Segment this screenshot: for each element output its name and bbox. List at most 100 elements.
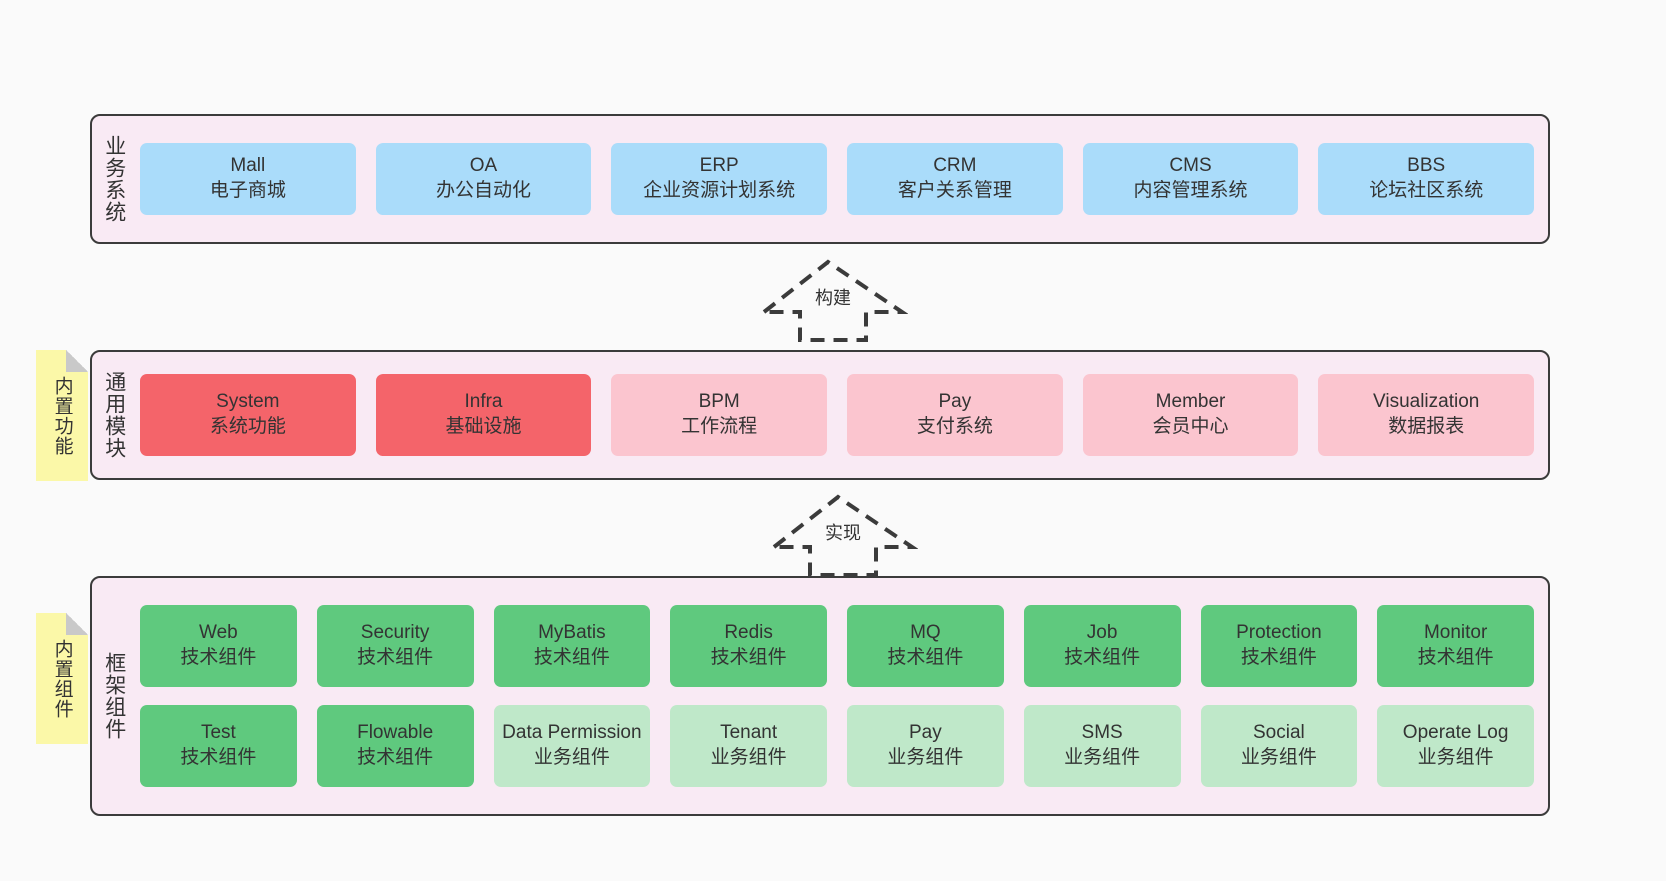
card-subtitle: 业务组件 [887, 747, 964, 768]
card-subtitle: 业务组件 [1240, 747, 1317, 768]
card-subtitle: 内容管理系统 [1133, 180, 1248, 201]
card-subtitle: 技术组件 [533, 647, 610, 668]
card-tenant[interactable]: Tenant 业务组件 [670, 705, 827, 787]
card-pay-business[interactable]: Pay 业务组件 [847, 705, 1004, 787]
card-subtitle: 论坛社区系统 [1369, 180, 1484, 201]
card-title: BBS [1407, 155, 1446, 177]
card-bpm[interactable]: BPM 工作流程 [611, 374, 828, 456]
card-subtitle: 技术组件 [710, 647, 787, 668]
card-subtitle: 技术组件 [180, 747, 257, 768]
sticky-tab-builtin-function[interactable]: 内置功能 [36, 350, 88, 481]
card-subtitle: 工作流程 [681, 416, 758, 437]
card-mall[interactable]: Mall 电子商城 [140, 143, 356, 215]
card-title: Pay [938, 391, 972, 413]
card-title: Redis [724, 622, 773, 644]
card-redis[interactable]: Redis 技术组件 [670, 605, 827, 687]
card-cms[interactable]: CMS 内容管理系统 [1082, 143, 1299, 215]
card-protection[interactable]: Protection 技术组件 [1200, 605, 1358, 687]
layer-body-framework-components: Web 技术组件 Security 技术组件 MyBatis 技术组件 Redi… [136, 578, 1548, 814]
card-security[interactable]: Security 技术组件 [316, 605, 474, 687]
layer-business-systems: 业务系统 Mall 电子商城 OA 办公自动化 ERP 企业资源计划系统 CRM… [90, 114, 1550, 244]
card-row: System 系统功能 Infra 基础设施 BPM 工作流程 Pay 支付系统… [140, 374, 1535, 456]
card-crm[interactable]: CRM 客户关系管理 [847, 143, 1063, 215]
card-title: ERP [699, 155, 739, 177]
card-row: Mall 电子商城 OA 办公自动化 ERP 企业资源计划系统 CRM 客户关系… [140, 143, 1535, 215]
card-oa[interactable]: OA 办公自动化 [375, 143, 592, 215]
card-title: CMS [1169, 155, 1212, 177]
card-subtitle: 技术组件 [887, 647, 964, 668]
card-monitor[interactable]: Monitor 技术组件 [1377, 605, 1534, 687]
card-bbs[interactable]: BBS 论坛社区系统 [1318, 143, 1535, 215]
card-social[interactable]: Social 业务组件 [1200, 705, 1358, 787]
card-title: System [216, 391, 280, 413]
card-subtitle: 技术组件 [1064, 647, 1141, 668]
card-flowable[interactable]: Flowable 技术组件 [316, 705, 474, 787]
card-title: Mall [230, 155, 266, 177]
card-subtitle: 支付系统 [916, 416, 993, 437]
layer-title-business-systems: 业务系统 [102, 135, 126, 223]
card-infra[interactable]: Infra 基础设施 [375, 374, 592, 456]
card-title: Flowable [357, 722, 434, 744]
card-member[interactable]: Member 会员中心 [1082, 374, 1299, 456]
card-title: BPM [698, 391, 740, 413]
sticky-tab-label: 内置组件 [51, 638, 73, 719]
card-mq[interactable]: MQ 技术组件 [847, 605, 1004, 687]
sticky-tab-label: 内置功能 [51, 375, 73, 456]
card-subtitle: 业务组件 [533, 747, 610, 768]
card-subtitle: 技术组件 [1240, 647, 1317, 668]
card-title: Tenant [720, 722, 778, 744]
card-title: Security [360, 622, 430, 644]
card-subtitle: 技术组件 [357, 747, 434, 768]
card-subtitle: 系统功能 [209, 416, 286, 437]
card-subtitle: 客户关系管理 [897, 180, 1012, 201]
card-system[interactable]: System 系统功能 [140, 374, 356, 456]
card-subtitle: 数据报表 [1388, 416, 1465, 437]
card-operate-log[interactable]: Operate Log 业务组件 [1377, 705, 1534, 787]
card-title: Pay [909, 722, 942, 744]
card-job[interactable]: Job 技术组件 [1023, 605, 1181, 687]
card-visualization[interactable]: Visualization 数据报表 [1318, 374, 1535, 456]
card-title: SMS [1081, 722, 1123, 744]
card-sms[interactable]: SMS 业务组件 [1023, 705, 1181, 787]
card-title: Visualization [1373, 391, 1480, 413]
card-subtitle: 技术组件 [1417, 647, 1494, 668]
card-data-permission[interactable]: Data Permission 业务组件 [493, 705, 651, 787]
card-title: Test [200, 722, 236, 744]
card-subtitle: 业务组件 [710, 747, 787, 768]
arrow-build-up: 构建 [758, 256, 908, 344]
card-subtitle: 企业资源计划系统 [643, 180, 796, 201]
card-subtitle: 技术组件 [357, 647, 434, 668]
card-title: Operate Log [1402, 722, 1509, 744]
sticky-tab-builtin-component[interactable]: 内置组件 [36, 613, 88, 744]
card-title: Member [1155, 391, 1226, 413]
card-title: Job [1086, 622, 1118, 644]
card-row: Web 技术组件 Security 技术组件 MyBatis 技术组件 Redi… [140, 605, 1534, 687]
layer-framework-components: 框架组件 Web 技术组件 Security 技术组件 MyBatis 技术组件… [90, 576, 1550, 816]
card-title: Monitor [1423, 622, 1488, 644]
card-title: MQ [910, 622, 941, 644]
card-mybatis[interactable]: MyBatis 技术组件 [493, 605, 651, 687]
layer-common-modules: 通用模块 System 系统功能 Infra 基础设施 BPM 工作流程 Pay… [90, 350, 1550, 480]
card-subtitle: 技术组件 [180, 647, 257, 668]
card-title: CRM [933, 155, 977, 177]
card-row: Test 技术组件 Flowable 技术组件 Data Permission … [140, 705, 1534, 787]
card-title: Protection [1236, 622, 1322, 644]
card-title: MyBatis [538, 622, 606, 644]
card-subtitle: 业务组件 [1417, 747, 1494, 768]
layer-body-business-systems: Mall 电子商城 OA 办公自动化 ERP 企业资源计划系统 CRM 客户关系… [136, 116, 1548, 242]
card-pay[interactable]: Pay 支付系统 [847, 374, 1063, 456]
card-subtitle: 办公自动化 [436, 180, 532, 201]
card-subtitle: 电子商城 [209, 180, 286, 201]
card-title: OA [469, 155, 498, 177]
layer-title-common-modules: 通用模块 [102, 371, 126, 459]
card-title: Web [199, 622, 238, 644]
card-subtitle: 基础设施 [445, 416, 522, 437]
card-subtitle: 会员中心 [1152, 416, 1229, 437]
arrow-implement-up: 实现 [768, 491, 918, 579]
card-test[interactable]: Test 技术组件 [140, 705, 297, 787]
card-title: Data Permission [502, 722, 642, 744]
card-erp[interactable]: ERP 企业资源计划系统 [611, 143, 828, 215]
card-web[interactable]: Web 技术组件 [140, 605, 297, 687]
card-title: Infra [464, 391, 503, 413]
